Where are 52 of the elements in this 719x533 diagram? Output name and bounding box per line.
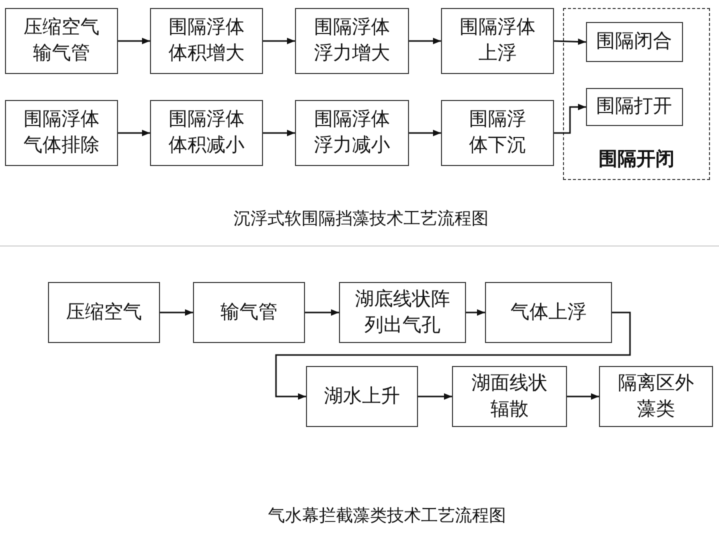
arrow — [118, 130, 150, 136]
box-label: 围隔浮体体积减小 — [168, 108, 246, 158]
process-box — [586, 88, 682, 126]
box-label: 围隔浮体浮力增大 — [313, 16, 391, 66]
process-box — [441, 8, 554, 74]
process-box — [193, 282, 305, 343]
box-label: 隔离区外藻类 — [617, 372, 695, 422]
box-label: 围隔闭合 — [595, 30, 673, 54]
process-box — [150, 100, 263, 166]
arrow — [554, 104, 586, 134]
box-label: 围隔打开 — [595, 94, 673, 118]
process-box — [295, 8, 409, 74]
box-label: 围隔浮体下沉 — [468, 108, 527, 158]
box-label: 围隔浮体上浮 — [458, 16, 536, 66]
process-box — [48, 282, 160, 343]
box-label: 湖面线状辐散 — [470, 372, 548, 422]
box-label: 气体上浮 — [510, 300, 588, 324]
box-label: 输气管 — [220, 300, 278, 324]
process-box — [441, 100, 554, 166]
process-box — [339, 282, 466, 343]
arrow — [263, 130, 295, 136]
process-box — [485, 282, 612, 343]
process-box — [306, 366, 418, 427]
process-box — [599, 366, 713, 427]
process-box — [5, 100, 118, 166]
arrow — [305, 309, 339, 316]
arrow — [418, 393, 452, 400]
group-heading: 围隔开闭 — [598, 148, 676, 172]
arrow — [275, 312, 631, 400]
arrow — [409, 130, 441, 136]
arrow — [409, 38, 441, 44]
box-label: 围隔浮体浮力减小 — [313, 108, 391, 158]
arrow — [263, 38, 295, 44]
figure-caption: 气水幕拦截藻类技术工艺流程图 — [268, 504, 506, 526]
arrow — [118, 38, 150, 44]
box-label: 围隔浮体体积增大 — [168, 16, 246, 66]
box-label: 压缩空气 — [65, 300, 143, 324]
process-box — [5, 8, 118, 74]
box-label: 湖底线状阵列出气孔 — [354, 288, 451, 338]
box-label: 湖水上升 — [323, 384, 401, 408]
figure-caption: 沉浮式软围隔挡藻技术工艺流程图 — [234, 208, 488, 230]
process-box — [452, 366, 567, 427]
arrow — [554, 38, 586, 45]
process-box — [295, 100, 409, 166]
arrow — [160, 309, 193, 316]
box-label: 压缩空气输气管 — [22, 16, 100, 66]
box-label: 围隔浮体气体排除 — [22, 108, 100, 158]
dashed-group-box — [563, 8, 710, 180]
arrow — [466, 309, 485, 316]
process-box — [150, 8, 263, 74]
arrow — [567, 393, 599, 400]
process-box — [586, 22, 682, 62]
